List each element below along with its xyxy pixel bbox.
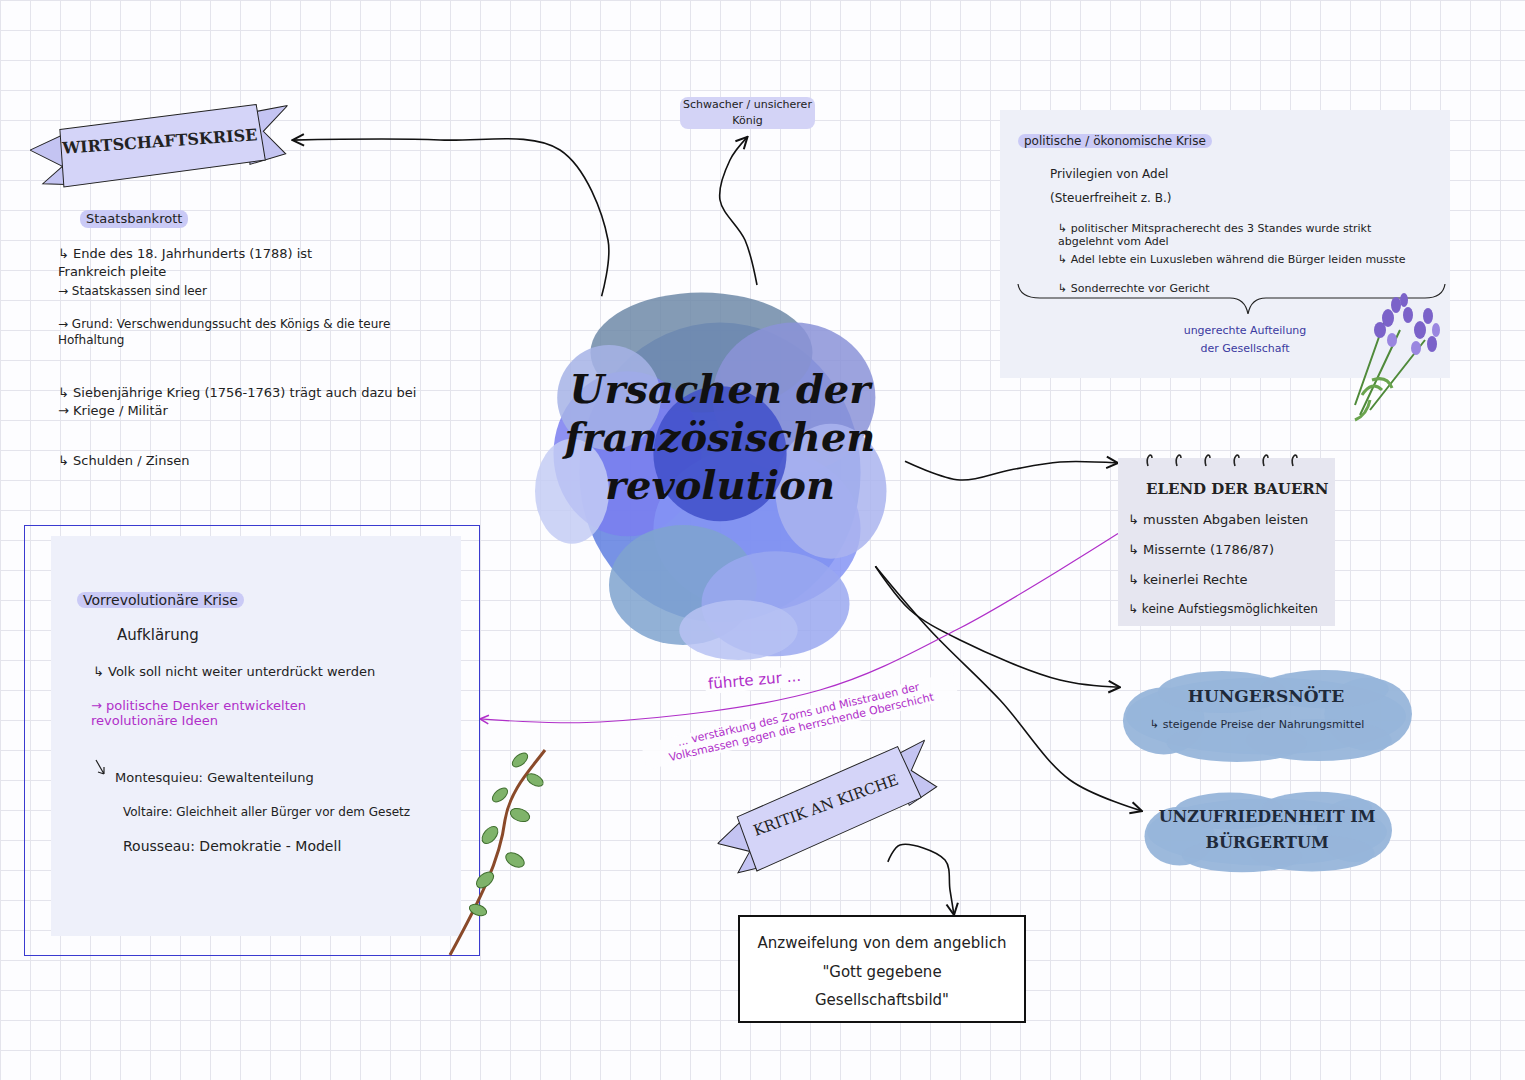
note-text: ↳ Ende des 18. Jahrhunderts (1788) ist F… [58, 245, 348, 280]
node-text: ↳ Sonderrechte vor Gericht [1058, 282, 1258, 295]
mindmap-node: WIRTSCHAFTSKRISE [28, 96, 293, 194]
node-text: ↳ Volk soll nicht weiter unterdrückt wer… [93, 664, 453, 679]
mindmap-node: Ursachen der französischen revolution [535, 285, 905, 660]
list-arrow [96, 760, 104, 774]
mindmap-node: HUNGERSNÖTE ↳ steigende Preise der Nahrun… [1120, 668, 1412, 764]
node-text: Privilegien von Adel (Steuerfreiheit z. … [1050, 162, 1240, 210]
mindmap-node: politische / ökonomische KrisePrivilegie… [1000, 110, 1450, 378]
cloud-shape [1120, 668, 1412, 764]
node-heading: ELEND DER BAUERN [1146, 480, 1329, 498]
node-heading: Ursachen der französischen revolution [560, 365, 880, 509]
node-heading: politische / ökonomische Krise [1018, 134, 1212, 148]
node-text: ↳ Adel lebte ein Luxusleben während die … [1058, 253, 1438, 266]
node-text: ungerechte Aufteilung der Gesellschaft [1175, 322, 1315, 357]
cloud-shape [1142, 790, 1392, 874]
mindmap-node: UNZUFRIEDENHEIT IM BÜRGERTUM [1142, 790, 1392, 874]
node-text: ↳ politischer Mitspracherecht des 3 Stan… [1058, 222, 1418, 248]
connector-arrow [720, 137, 757, 285]
brace [1018, 284, 1445, 314]
node-text: Voltaire: Gleichheit aller Bürger vor de… [123, 805, 468, 819]
node-text: ↳ steigende Preise der Nahrungsmittel [1150, 718, 1400, 731]
mindmap-node: Anzweifelung von dem angeblich "Gott geg… [738, 915, 1026, 1023]
lavender-illustration [1355, 293, 1440, 420]
node-text: ↳ mussten Abgaben leisten [1128, 512, 1308, 527]
node-text: Aufklärung [117, 626, 199, 644]
node-heading: Vorrevolutionäre Krise [77, 592, 244, 608]
connector-arrow [480, 534, 1118, 723]
leaf-branch-illustration [450, 750, 545, 955]
node-text: ↳ keine Aufstiegsmöglichkeiten [1128, 602, 1318, 616]
node-text: ↳ Missernte (1786/87) [1128, 542, 1274, 557]
note-text: ↳ Schulden / Zinsen [58, 452, 258, 470]
node-text: → politische Denker entwickelten revolut… [91, 698, 341, 728]
node-heading: Anzweifelung von dem angeblich "Gott geg… [754, 929, 1010, 1015]
mindmap-node: KRITIK AN KIRCHE [705, 731, 948, 885]
node-heading: HUNGERSNÖTE [1140, 686, 1392, 706]
connector-arrow [905, 461, 1118, 480]
node-heading: Schwacher / unsicherer König [680, 97, 815, 129]
node-heading: UNZUFRIEDENHEIT IM BÜRGERTUM [1157, 804, 1377, 855]
note-text: ↳ Siebenjährige Krieg (1756-1763) trägt … [58, 384, 418, 419]
note-text: → Staatskassen sind leer [58, 283, 358, 299]
note-text: Staatsbankrott [80, 210, 188, 228]
connector-arrow [888, 844, 954, 915]
node-text: Montesquieu: Gewaltenteilung [115, 770, 445, 785]
connector-arrow [875, 566, 1120, 687]
edge-label: führte zur ... [704, 666, 804, 695]
notepad-rings [1147, 455, 1297, 466]
note-text: → Grund: Verschwendungssucht des Königs … [58, 316, 418, 348]
node-text: ↳ keinerlei Rechte [1128, 572, 1248, 587]
connector-arrow [292, 139, 608, 297]
mindmap-node: Schwacher / unsicherer König [660, 95, 835, 137]
mindmap-node: ELEND DER BAUERN ↳ mussten Abgaben leiste… [1118, 458, 1335, 626]
mindmap-node: Vorrevolutionäre KriseAufklärung ↳ Volk s… [24, 525, 480, 956]
node-text: Rousseau: Demokratie - Modell [123, 838, 453, 854]
